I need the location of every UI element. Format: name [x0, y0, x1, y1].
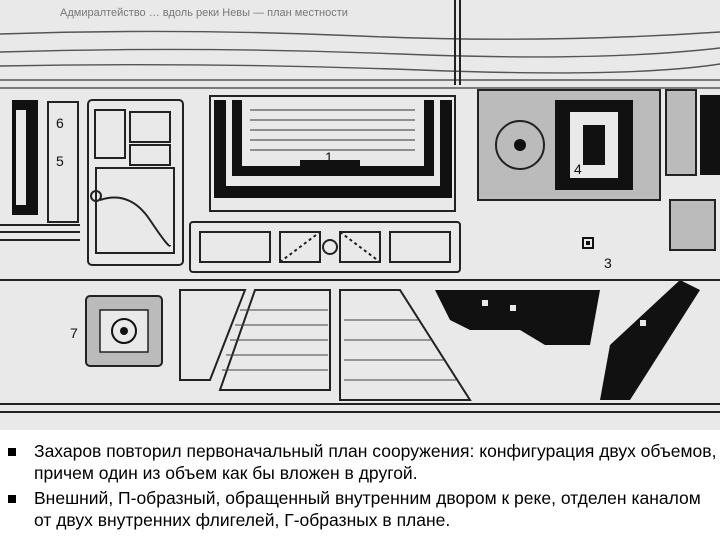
bullet-item: Внешний, П-образный, обращенный внутренн… [0, 487, 720, 531]
plan-label-1: 1 [325, 149, 333, 165]
plan-label-7: 7 [70, 325, 78, 341]
bullet-marker-icon [8, 448, 16, 456]
plan-label-6: 6 [56, 115, 64, 131]
bullet-item: Захаров повторил первоначальный план соо… [0, 440, 720, 484]
bullet-text: Захаров повторил первоначальный план соо… [34, 441, 717, 483]
site-plan-drawing: Адмиралтейство … вдоль реки Невы — план … [0, 0, 720, 430]
bullet-list: Захаров повторил первоначальный план соо… [0, 440, 720, 534]
plan-label-3: 3 [604, 255, 612, 271]
plan-label-5: 5 [56, 153, 64, 169]
bullet-marker-icon [8, 495, 16, 503]
plan-top-caption: Адмиралтейство … вдоль реки Невы — план … [60, 7, 348, 19]
bullet-text: Внешний, П-образный, обращенный внутренн… [34, 488, 701, 530]
plan-label-2: 2 [588, 305, 596, 321]
plan-label-4: 4 [574, 161, 582, 177]
